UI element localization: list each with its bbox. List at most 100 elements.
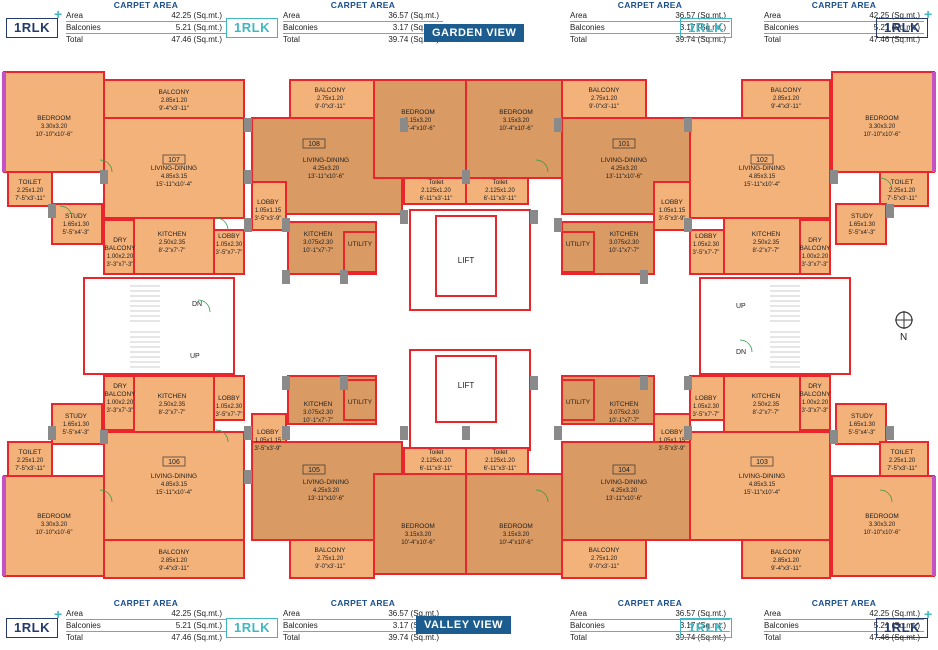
room-text: KITCHEN xyxy=(610,231,639,238)
room-text: 3.15x3.20 xyxy=(405,532,432,538)
room-text: LIVING-DINING xyxy=(303,157,349,164)
room-label: DRY xyxy=(808,383,822,390)
door-swing-icon xyxy=(535,489,549,503)
column xyxy=(400,118,408,132)
column xyxy=(244,170,252,184)
unit-number-box xyxy=(162,456,186,467)
column xyxy=(244,470,252,484)
room-text: BALCONY xyxy=(799,391,831,398)
room-text: 1.65x1.30 xyxy=(63,422,90,428)
room-text: 7'-5"x3'-11" xyxy=(887,466,917,472)
plus-icon: + xyxy=(924,6,933,22)
room-text: LIVING-DINING xyxy=(601,479,647,486)
room-label: Toilet 2.125x1.20 6'-11"x3'-11" xyxy=(484,449,517,472)
door-swing-icon xyxy=(739,339,753,353)
room-area xyxy=(373,473,467,575)
unit-number: 106 xyxy=(168,459,180,466)
room-text: LOBBY xyxy=(695,395,717,402)
room-text: 10'-4"x10'-6" xyxy=(401,126,435,132)
door-swing-icon xyxy=(215,429,229,443)
room-area xyxy=(799,375,831,431)
room-area xyxy=(465,79,563,179)
room-text: 8'-2"x7'-7" xyxy=(753,248,780,254)
room-text: 2.85x1.20 xyxy=(773,96,800,102)
room-text: KITCHEN xyxy=(158,231,187,238)
unit-badge-top-center-right: 1RLK xyxy=(680,18,732,38)
room-text: 15'-11"x10'-4" xyxy=(156,490,192,496)
room-area xyxy=(879,171,929,207)
room-area xyxy=(251,181,287,231)
room-text: 2.125x1.20 xyxy=(485,458,515,464)
room-text: 1.05x1.15 xyxy=(255,438,282,444)
column xyxy=(282,218,290,232)
stair-dn-label: DN xyxy=(192,301,202,308)
room-text: Toilet xyxy=(492,449,507,456)
stair-up-label: UP xyxy=(190,353,200,360)
column xyxy=(282,376,290,390)
room-text: KITCHEN xyxy=(752,231,781,238)
room-text: KITCHEN xyxy=(610,401,639,408)
room-text: 3.075x2.30 xyxy=(303,410,333,416)
room-text: 4.25x3.20 xyxy=(313,166,340,172)
room-text: 6'-11"x3'-11" xyxy=(484,466,517,472)
room-text: TOILET xyxy=(891,449,914,456)
column xyxy=(684,118,692,132)
room-text: LOBBY xyxy=(218,233,240,240)
room-text: BEDROOM xyxy=(499,523,533,530)
column xyxy=(400,210,408,224)
room-text: KITCHEN xyxy=(304,231,333,238)
room-text: 6'-11"x3'-11" xyxy=(420,466,453,472)
room-text: LIVING-DINING xyxy=(739,473,785,480)
room-text: 3.15x3.20 xyxy=(503,118,530,124)
room-text: BEDROOM xyxy=(401,523,435,530)
room-text: 4.85x3.15 xyxy=(749,174,776,180)
side-wall-strip xyxy=(932,72,936,172)
room-text: 1.00x2.20 xyxy=(802,400,829,406)
room-text: UTILITY xyxy=(566,241,591,248)
room-text: LOBBY xyxy=(661,199,683,206)
room-text: TOILET xyxy=(891,179,914,186)
column xyxy=(554,426,562,440)
room-text: 1.65x1.30 xyxy=(849,422,876,428)
room-text: BALCONY xyxy=(314,547,346,554)
room-text: KITCHEN xyxy=(158,393,187,400)
column xyxy=(830,170,838,184)
room-text: 2.85x1.20 xyxy=(161,558,188,564)
room-text: 3.15x3.20 xyxy=(405,118,432,124)
room-area xyxy=(465,177,529,205)
room-text: LIVING-DINING xyxy=(303,479,349,486)
room-text: TOILET xyxy=(19,449,42,456)
unit-number: 103 xyxy=(756,459,768,466)
unit-number-box xyxy=(302,464,326,475)
room-text: 10'-1"x7'-7" xyxy=(303,248,333,254)
room-text: DRY xyxy=(113,237,127,244)
column xyxy=(282,426,290,440)
room-text: 3'-3"x7'-3" xyxy=(802,262,829,268)
room-text: 2.25x1.20 xyxy=(17,458,44,464)
room-area xyxy=(561,231,595,273)
column xyxy=(340,376,348,390)
room-text: BALCONY xyxy=(770,87,802,94)
stair-up-label: UP xyxy=(736,303,746,310)
room-text: 9'-0"x3'-11" xyxy=(315,104,345,110)
room-text: KITCHEN xyxy=(752,393,781,400)
